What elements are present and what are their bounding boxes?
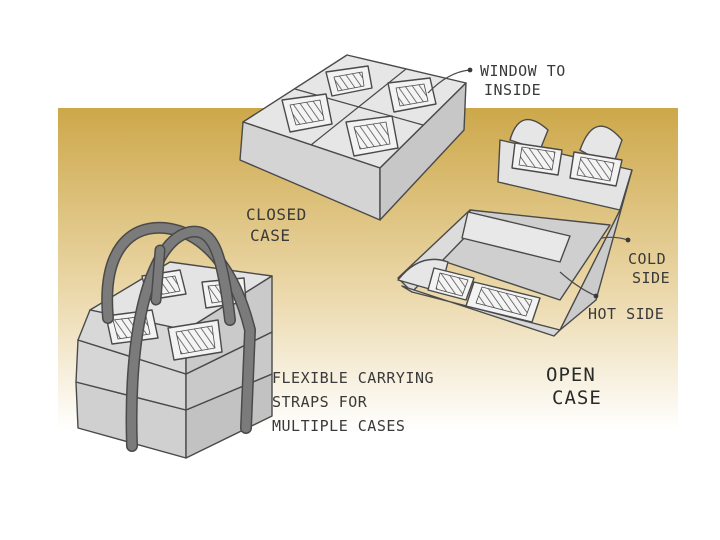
open-case-label-line2: CASE xyxy=(552,387,602,409)
window-label: WINDOW TO INSIDE xyxy=(480,62,566,100)
carrying-straps xyxy=(101,221,257,452)
straps-label: FLEXIBLE CARRYING STRAPS FOR MULTIPLE CA… xyxy=(272,366,434,438)
open-case xyxy=(397,118,633,337)
cold-side-label-line2: SIDE xyxy=(632,269,671,287)
straps-label-line3: MULTIPLE CASES xyxy=(272,417,406,435)
hot-side-label: HOT SIDE xyxy=(588,305,664,324)
open-case-label: OPEN CASE xyxy=(546,364,602,410)
cold-leader xyxy=(601,236,631,243)
straps-label-line1: FLEXIBLE CARRYING xyxy=(272,369,435,387)
window-label-line1: WINDOW TO xyxy=(480,62,566,80)
closed-case-label: CLOSED CASE xyxy=(246,204,307,246)
hot-side-label-text: HOT SIDE xyxy=(588,305,665,323)
cold-side-label: COLD SIDE xyxy=(628,250,670,288)
cold-side-label-line1: COLD xyxy=(628,250,667,268)
closed-case xyxy=(239,54,467,221)
straps-label-line2: STRAPS FOR xyxy=(272,393,368,411)
closed-case-label-line2: CASE xyxy=(250,226,291,245)
closed-case-label-line1: CLOSED xyxy=(246,205,307,224)
hot-leader xyxy=(559,271,599,299)
open-case-label-line1: OPEN xyxy=(546,364,596,386)
window-leader xyxy=(427,67,473,94)
window-label-line2: INSIDE xyxy=(484,81,542,99)
